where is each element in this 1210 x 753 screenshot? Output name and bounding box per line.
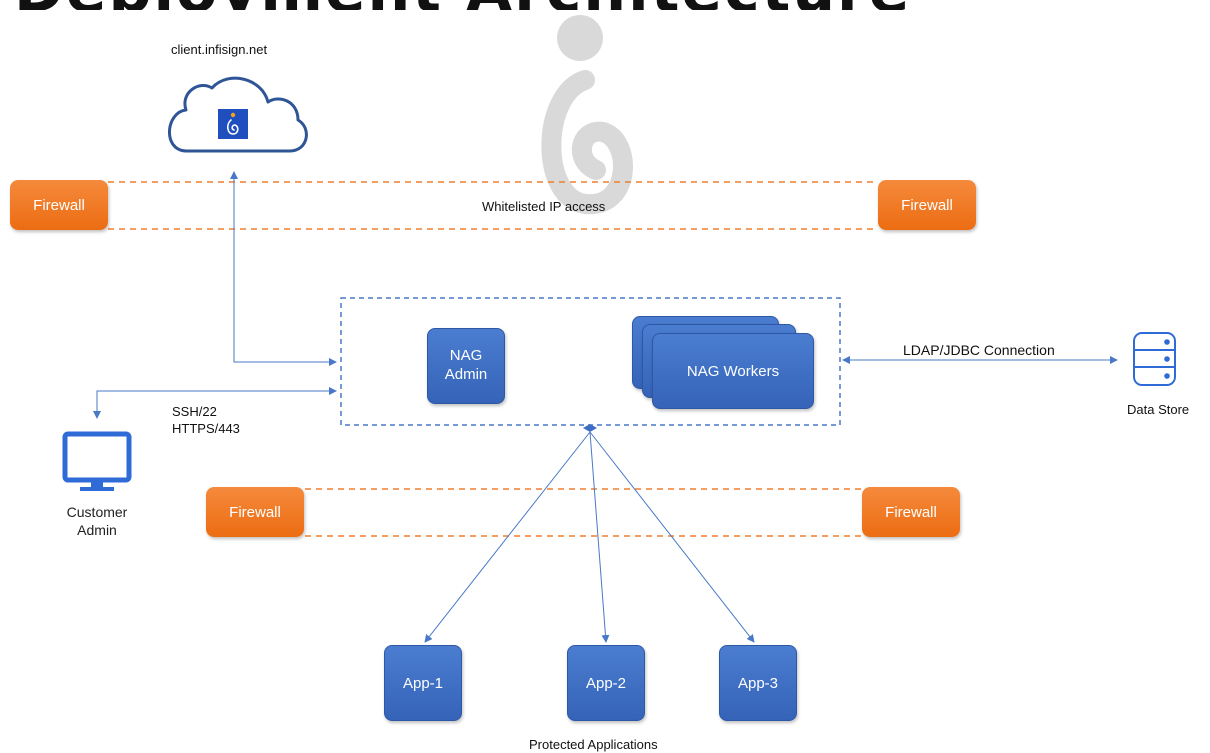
customer-admin-label: Customer Admin xyxy=(51,503,143,539)
nag-workers-label: NAG Workers xyxy=(686,362,780,380)
hub-node xyxy=(583,424,597,432)
data-store-label: Data Store xyxy=(1127,402,1190,417)
app-2-label: App-2 xyxy=(585,674,627,692)
ldap-label: LDAP/JDBC Connection xyxy=(903,342,1055,358)
app-3-label: App-3 xyxy=(737,674,779,692)
nag-workers-box: NAG Workers xyxy=(652,333,814,409)
watermark-logo xyxy=(541,15,633,215)
page-title: Deployment Architecture xyxy=(14,0,911,10)
cloud-label: client.infisign.net xyxy=(171,42,268,57)
firewall-mid-left: Firewall xyxy=(206,487,304,537)
app-2-box: App-2 xyxy=(567,645,645,721)
page-title-clipped: Deployment Architecture xyxy=(0,0,1210,10)
customer-admin-text: Customer Admin xyxy=(66,504,128,539)
nag-admin-label: NAG Admin xyxy=(444,347,488,383)
firewall-top-right: Firewall xyxy=(878,180,976,230)
app-1-box: App-1 xyxy=(384,645,462,721)
whitelist-label: Whitelisted IP access xyxy=(482,199,606,214)
infisign-logo xyxy=(218,109,248,139)
firewall-mid-right: Firewall xyxy=(862,487,960,537)
https-label: HTTPS/443 xyxy=(172,421,240,436)
database-icon xyxy=(1133,332,1176,386)
monitor-icon xyxy=(62,431,132,491)
ssh-label: SSH/22 xyxy=(172,404,217,419)
app-3-box: App-3 xyxy=(719,645,797,721)
nag-admin-box: NAG Admin xyxy=(427,328,505,404)
app-1-label: App-1 xyxy=(402,674,444,692)
firewall-top-left: Firewall xyxy=(10,180,108,230)
protected-apps-label: Protected Applications xyxy=(529,737,658,752)
